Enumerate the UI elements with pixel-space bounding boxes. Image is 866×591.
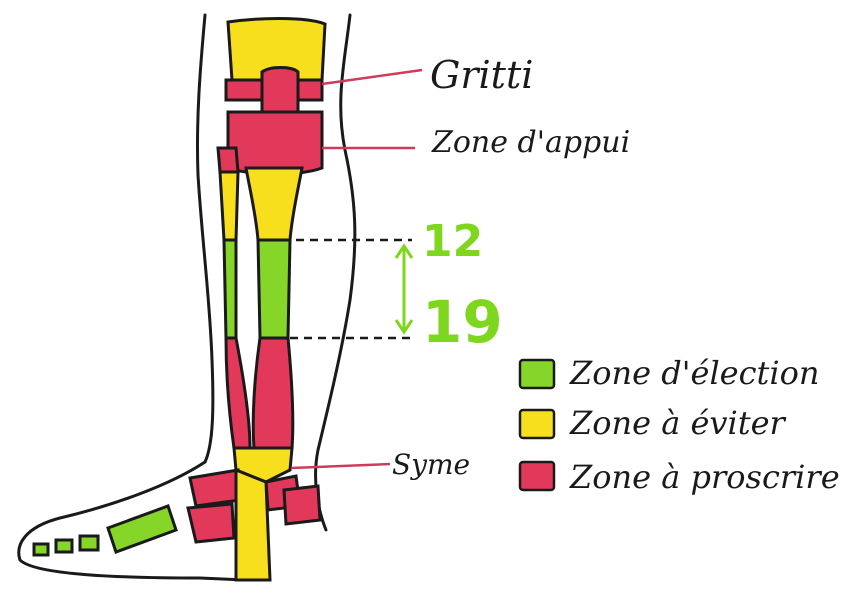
legend-label-proscrire: Zone à proscrire [569,458,840,496]
phalanx-2 [56,540,72,552]
legend: Zone d'élection Zone à éviter Zone à pro… [520,354,840,496]
tibia-lower [253,338,293,448]
syme-label: Syme [392,448,470,481]
gritti-label: Gritti [430,53,533,97]
legend-swatch-proscrire [520,462,554,490]
tarsal-4 [284,486,320,524]
metatarsal [108,506,176,552]
legend-swatch-election [520,360,554,388]
legend-swatch-eviter [520,410,554,438]
patella [262,68,298,117]
fibula-middle [224,240,236,338]
fibula-upper [220,172,238,240]
fibula-lower [226,338,250,448]
zone-appui-label: Zone d'appui [431,125,630,160]
syme-leader [292,464,390,468]
leg-outline-left [197,15,212,462]
phalanx-1 [80,536,98,550]
legend-label-eviter: Zone à éviter [569,404,787,442]
measure-lower-value: 19 [422,288,503,356]
gritti-leader [322,70,422,84]
fibula-head [218,148,238,172]
tarsal-3 [188,504,234,542]
phalanx-3 [34,544,48,555]
measure-upper-value: 12 [422,216,483,267]
legend-label-election: Zone d'élection [569,354,820,392]
tibial-plateau [228,112,322,174]
calcaneus [236,470,270,580]
tibia-upper [246,168,302,240]
tibia-election [258,240,290,338]
tarsal-1 [190,470,240,506]
